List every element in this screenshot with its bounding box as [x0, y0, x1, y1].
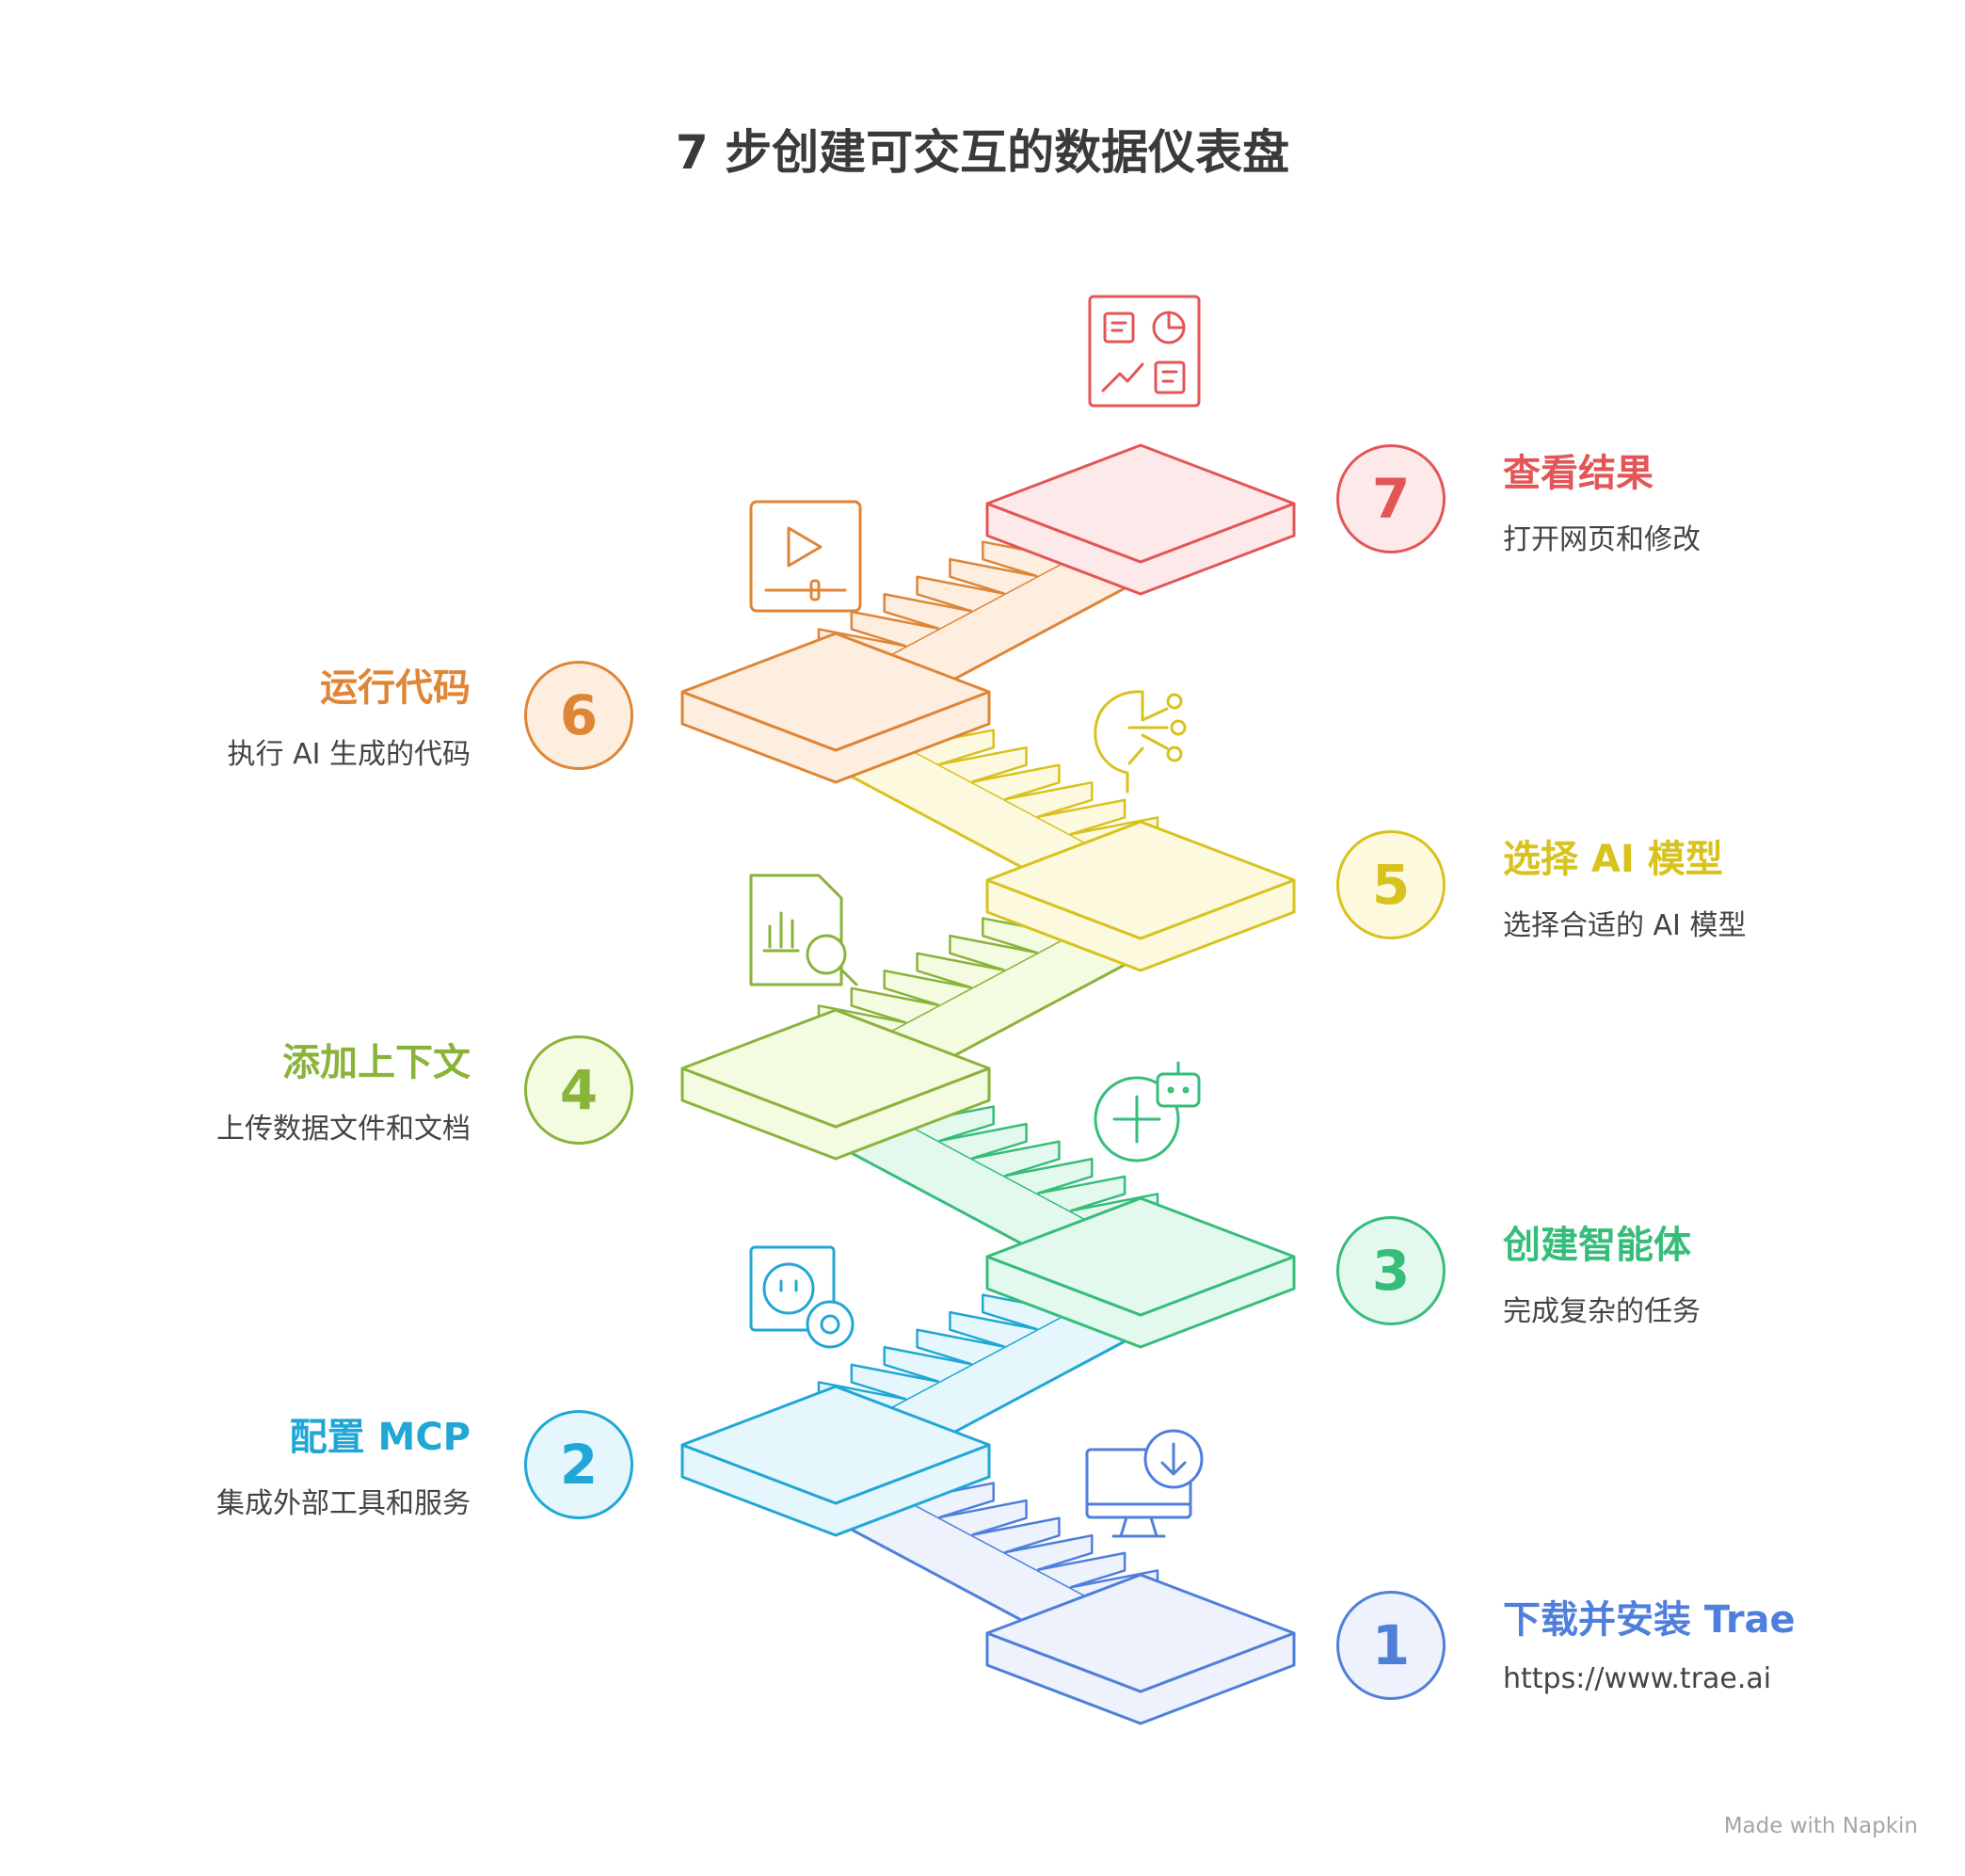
step-5-badge: 5	[1336, 830, 1446, 939]
platform-2	[680, 1385, 991, 1537]
stair-3-step	[938, 1122, 1028, 1160]
stair-6-step	[883, 593, 972, 631]
step-5-desc: 选择合适的 AI 模型	[1503, 909, 1747, 942]
document-search-icon	[749, 874, 858, 986]
step-1-badge: 1	[1336, 1591, 1446, 1700]
stair-2-step	[949, 1310, 1038, 1348]
platform-4	[680, 1008, 991, 1161]
stair-6-step	[850, 610, 939, 648]
page-title: 7 步创建可交互的数据仪表盘	[675, 125, 1290, 180]
stair-1-step	[938, 1499, 1028, 1536]
step-3-title: 创建智能体	[1503, 1224, 1691, 1267]
plug-gear-icon	[749, 1245, 855, 1349]
stair-3	[820, 1087, 1159, 1261]
stair-1-step	[1037, 1551, 1126, 1589]
step-6-title: 运行代码	[320, 666, 471, 710]
step-4-badge: 4	[524, 1035, 633, 1145]
step-2-badge: 2	[524, 1410, 633, 1519]
stair-2-step	[850, 1363, 939, 1401]
stair-5-step	[971, 763, 1061, 801]
stair-1	[820, 1464, 1159, 1638]
add-robot-icon	[1094, 1061, 1201, 1162]
stair-3-step	[971, 1140, 1061, 1178]
step-2-title: 配置 MCP	[289, 1416, 471, 1459]
platform-3	[985, 1196, 1296, 1349]
step-4-title: 添加上下文	[282, 1041, 471, 1084]
monitor-download-icon	[1085, 1429, 1204, 1538]
step-1-desc: https://www.trae.ai	[1503, 1662, 1772, 1695]
platform-6	[680, 632, 991, 784]
stair-3-step	[1004, 1158, 1094, 1195]
stair-4-step	[916, 952, 1005, 989]
step-7-title: 查看结果	[1503, 452, 1653, 495]
step-7-badge: 7	[1336, 444, 1446, 553]
stair-5-step	[1004, 781, 1094, 819]
napkin-watermark: Made with Napkin	[1724, 1814, 1918, 1838]
step-1-title: 下载并安装 Trae	[1503, 1598, 1796, 1642]
watermark-text: Made with Napkin	[1723, 1814, 1918, 1838]
video-player-icon	[749, 500, 862, 613]
platform-5	[985, 820, 1296, 972]
stair-6-step	[916, 575, 1005, 613]
ai-head-icon	[1094, 690, 1187, 794]
step-6-desc: 执行 AI 生成的代码	[227, 738, 471, 771]
step-3-badge: 3	[1336, 1216, 1446, 1325]
dashboard-icon	[1088, 295, 1201, 408]
platform-7	[985, 443, 1296, 596]
stair-5-step	[1037, 798, 1126, 836]
stair-5-step	[938, 746, 1028, 783]
stair-4-step	[883, 970, 972, 1007]
stair-4-step	[850, 986, 939, 1024]
step-2-desc: 集成外部工具和服务	[216, 1487, 471, 1520]
stair-2-step	[916, 1328, 1005, 1366]
step-4-desc: 上传数据文件和文档	[216, 1113, 471, 1146]
step-3-desc: 完成复杂的任务	[1503, 1295, 1701, 1328]
platform-1	[985, 1573, 1296, 1725]
stair-4-step	[949, 934, 1038, 971]
stair-1-step	[971, 1516, 1061, 1554]
stair-3-step	[1037, 1175, 1126, 1212]
step-7-desc: 打开网页和修改	[1503, 523, 1701, 556]
stair-6-step	[949, 557, 1038, 595]
step-5-title: 选择 AI 模型	[1503, 838, 1723, 881]
step-6-badge: 6	[524, 661, 633, 770]
stair-1-step	[1004, 1534, 1094, 1572]
stair-2-step	[883, 1346, 972, 1384]
